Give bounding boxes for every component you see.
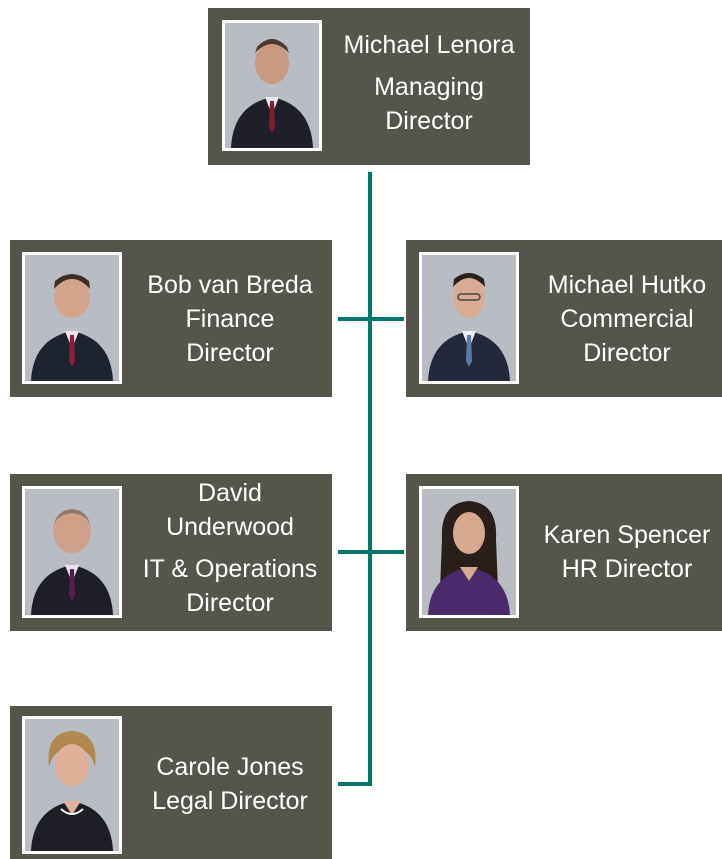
portrait-photo-carole-jones — [22, 716, 122, 854]
person-title: Finance — [185, 305, 275, 333]
portrait-photo-karen-spencer — [419, 486, 519, 618]
card-bob-van-breda: Bob van Breda Finance Director — [10, 240, 332, 397]
person-title: Director — [385, 107, 473, 135]
person-name: David — [198, 479, 262, 507]
portrait-icon — [25, 489, 119, 615]
person-title: Commercial — [560, 305, 694, 333]
label-david-underwood: David Underwood IT & Operations Director — [126, 476, 334, 620]
person-title: IT & Operations — [142, 555, 318, 583]
card-michael-hutko: Michael Hutko Commercial Director — [406, 240, 722, 397]
portrait-photo-michael-lenora — [222, 20, 322, 151]
person-name: Carole Jones — [156, 753, 304, 781]
person-name: Karen Spencer — [543, 521, 711, 549]
label-carole-jones: Carole Jones Legal Director — [128, 750, 332, 818]
card-karen-spencer: Karen Spencer HR Director — [406, 474, 722, 631]
portrait-icon — [225, 23, 319, 148]
portrait-icon — [422, 255, 516, 381]
person-title: Legal Director — [152, 787, 308, 815]
person-title: Director — [186, 339, 274, 367]
label-michael-hutko: Michael Hutko Commercial Director — [528, 268, 722, 370]
person-name: Bob van Breda — [147, 271, 313, 299]
person-title: Director — [583, 339, 671, 367]
person-name: Underwood — [166, 513, 294, 541]
portrait-icon — [25, 255, 119, 381]
portrait-photo-bob-van-breda — [22, 252, 122, 384]
portrait-photo-david-underwood — [22, 486, 122, 618]
person-title: Managing — [374, 73, 484, 101]
portrait-photo-michael-hutko — [419, 252, 519, 384]
label-karen-spencer: Karen Spencer HR Director — [526, 518, 722, 586]
portrait-icon — [422, 489, 516, 615]
person-name: Michael Lenora — [343, 31, 515, 59]
card-michael-lenora: Michael Lenora Managing Director — [208, 8, 530, 165]
person-title: HR Director — [561, 555, 693, 583]
person-title: Director — [186, 589, 274, 617]
card-carole-jones: Carole Jones Legal Director — [10, 706, 332, 859]
person-name: Michael Hutko — [547, 271, 707, 299]
label-bob-van-breda: Bob van Breda Finance Director — [128, 268, 332, 370]
label-michael-lenora: Michael Lenora Managing Director — [330, 28, 528, 138]
card-david-underwood: David Underwood IT & Operations Director — [10, 474, 332, 631]
portrait-icon — [25, 719, 119, 851]
